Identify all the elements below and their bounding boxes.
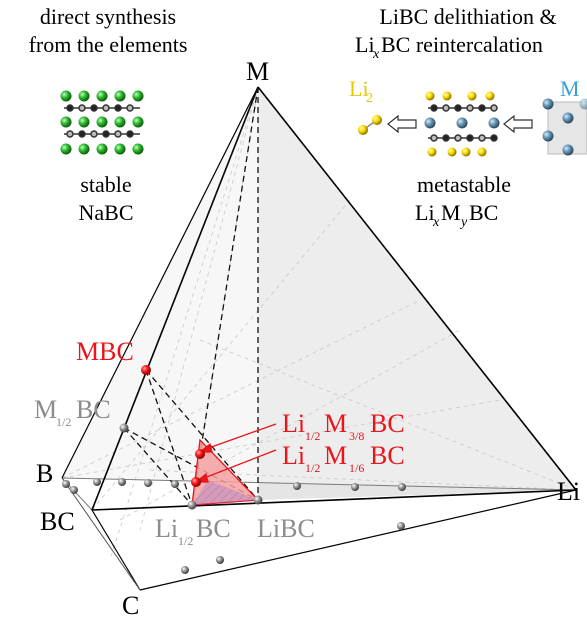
hollow-arrow-right bbox=[504, 116, 532, 132]
left-caption-line2: NaBC bbox=[79, 200, 134, 225]
right-title-line2: Li x BC reintercalation bbox=[355, 32, 543, 62]
vertex-label-bc: BC bbox=[40, 507, 75, 536]
m-row bbox=[425, 118, 500, 129]
svg-text:Li: Li bbox=[155, 514, 178, 543]
svg-text:BC reintercalation: BC reintercalation bbox=[381, 32, 543, 57]
svg-text:BC: BC bbox=[469, 200, 498, 225]
m-metal-structure bbox=[543, 99, 587, 156]
label-mbc: MBC bbox=[76, 337, 134, 366]
svg-text:y: y bbox=[459, 215, 468, 230]
svg-text:BC: BC bbox=[196, 514, 231, 543]
label-li-half-m-3-8-bc: Li 1/2 M 3/8 BC bbox=[282, 409, 405, 443]
bc-layer-2 bbox=[64, 131, 140, 137]
label-m-half-bc: M 1/2 BC bbox=[34, 395, 111, 429]
svg-text:3/8: 3/8 bbox=[349, 429, 364, 443]
lixmybc-crystal-structure bbox=[425, 92, 500, 157]
li-row-top bbox=[426, 92, 495, 101]
svg-text:M: M bbox=[34, 395, 57, 424]
na-row-1 bbox=[61, 91, 144, 102]
bc-layer-a bbox=[428, 105, 497, 111]
svg-text:M: M bbox=[441, 200, 461, 225]
svg-text:1/2: 1/2 bbox=[56, 415, 71, 429]
vertex-label-m: M bbox=[246, 57, 269, 86]
svg-text:2: 2 bbox=[366, 91, 373, 106]
right-title-line1: LiBC delithiation & bbox=[379, 4, 556, 29]
svg-text:x: x bbox=[372, 47, 380, 62]
m-metal-label: M bbox=[560, 76, 580, 101]
bc-layer-1 bbox=[64, 105, 140, 111]
svg-text:Li: Li bbox=[282, 409, 305, 438]
right-caption-line1: metastable bbox=[417, 172, 511, 197]
svg-text:1/2: 1/2 bbox=[305, 461, 320, 475]
label-li-half-bc: Li 1/2 BC bbox=[155, 514, 231, 548]
svg-text:Li: Li bbox=[415, 200, 435, 225]
svg-text:M: M bbox=[324, 409, 347, 438]
vertex-label-b: B bbox=[36, 459, 53, 488]
svg-text:BC: BC bbox=[370, 441, 405, 470]
na-row-2 bbox=[61, 117, 144, 128]
vertex-label-li: Li bbox=[557, 477, 580, 506]
svg-text:Li: Li bbox=[355, 32, 375, 57]
left-title-line1: direct synthesis bbox=[40, 4, 176, 29]
svg-text:BC: BC bbox=[76, 395, 111, 424]
label-libc: LiBC bbox=[257, 514, 315, 543]
svg-text:1/6: 1/6 bbox=[349, 461, 364, 475]
svg-text:x: x bbox=[432, 215, 440, 230]
li-row-bottom bbox=[428, 148, 487, 157]
na-row-3 bbox=[61, 144, 144, 155]
label-li-half-m-1-6-bc: Li 1/2 M 1/6 BC bbox=[282, 441, 405, 475]
right-caption-line2: Li x M y BC bbox=[415, 200, 498, 230]
left-caption-line1: stable bbox=[80, 172, 131, 197]
left-title-line2: from the elements bbox=[29, 32, 188, 57]
svg-text:M: M bbox=[324, 441, 347, 470]
li2-molecule bbox=[358, 115, 382, 135]
svg-text:1/2: 1/2 bbox=[305, 429, 320, 443]
nabc-crystal-structure bbox=[61, 91, 144, 155]
svg-text:1/2: 1/2 bbox=[178, 534, 193, 548]
li2-label: Li 2 bbox=[349, 76, 373, 106]
svg-text:BC: BC bbox=[370, 409, 405, 438]
bc-layer-b bbox=[428, 135, 497, 141]
svg-text:Li: Li bbox=[282, 441, 305, 470]
vertex-label-c: C bbox=[122, 591, 139, 618]
hollow-arrow-left bbox=[388, 116, 416, 132]
